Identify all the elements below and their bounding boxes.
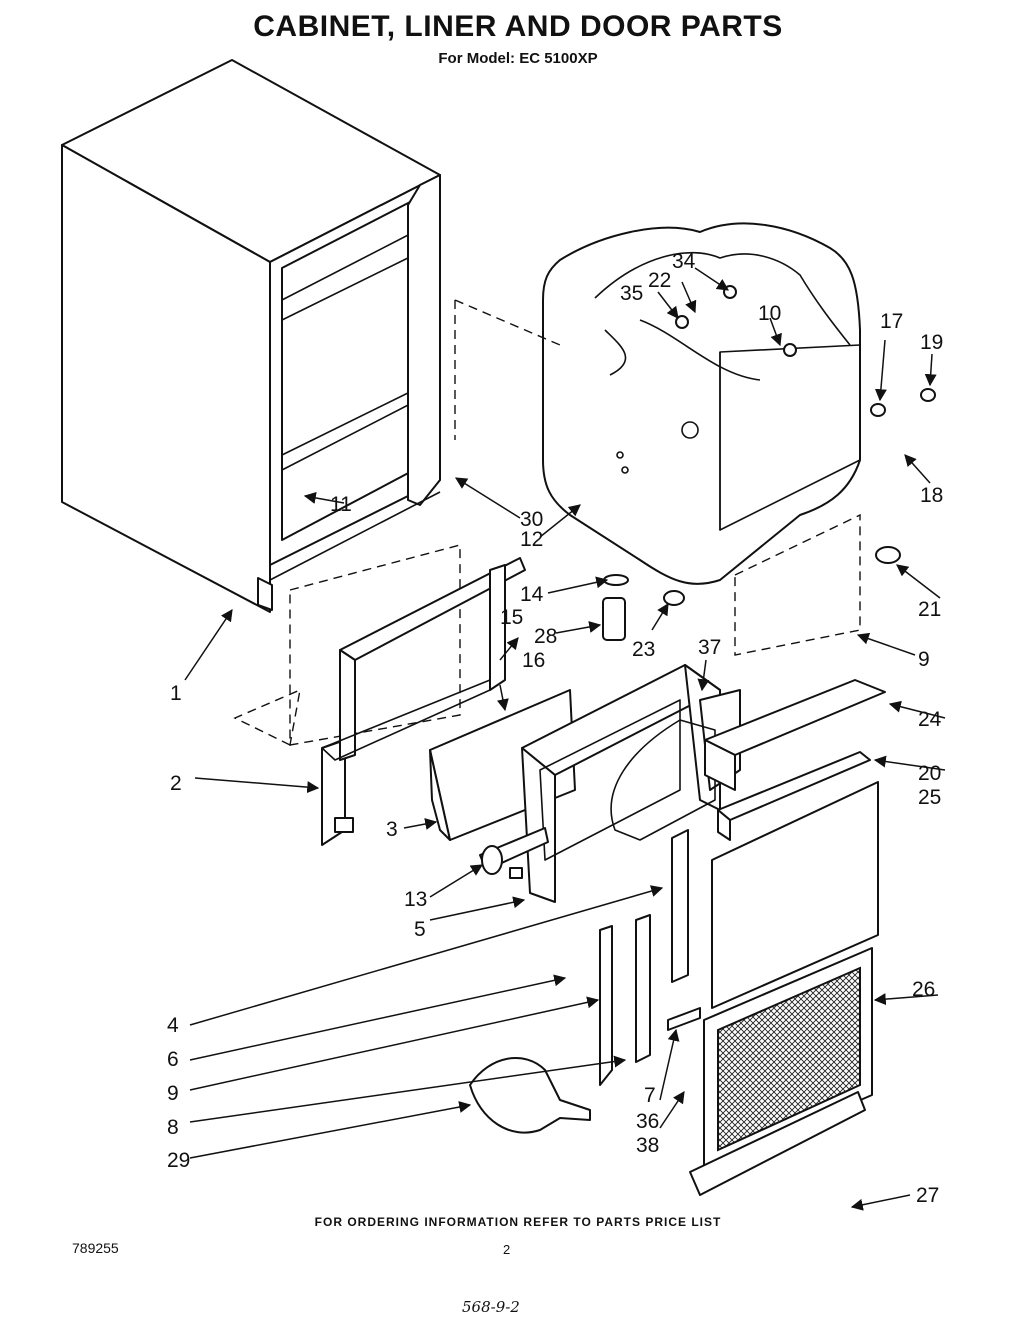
callout-34: 34 — [672, 250, 696, 273]
callout-14: 14 — [520, 583, 544, 606]
grille-part — [689, 947, 873, 1196]
callout-8: 8 — [167, 1116, 179, 1139]
callout-20: 20 — [918, 762, 941, 785]
callout-18: 18 — [920, 484, 943, 507]
trim-part — [704, 679, 886, 841]
callout-12: 12 — [520, 528, 543, 551]
callout-7: 7 — [644, 1084, 656, 1107]
breaker-outline — [233, 299, 861, 747]
callout-5: 5 — [414, 918, 426, 941]
callout-9-screw: 9 — [918, 648, 930, 671]
callout-21: 21 — [918, 598, 941, 621]
callout-11: 11 — [330, 493, 352, 516]
drain-parts — [602, 285, 936, 641]
ordering-note: FOR ORDERING INFORMATION REFER TO PARTS … — [314, 1215, 722, 1229]
callout-15: 15 — [500, 606, 523, 629]
cabinet-part — [61, 59, 441, 613]
callout-labels: 1 2 3 4 5 6 7 8 9 9 10 11 12 13 14 15 16… — [167, 250, 943, 1207]
callout-28: 28 — [534, 625, 557, 648]
liner-part — [542, 222, 861, 585]
callout-9-strip: 9 — [167, 1082, 179, 1105]
ice-scoop-part — [469, 1057, 591, 1134]
door-panel-part — [711, 781, 879, 1009]
callout-4: 4 — [167, 1014, 179, 1037]
callout-17: 17 — [880, 310, 903, 333]
handwritten-note: 568-9-2 — [462, 1298, 520, 1316]
callout-3: 3 — [386, 818, 398, 841]
gasket-part — [479, 827, 549, 879]
callout-25: 25 — [918, 786, 941, 809]
document-number: 789255 — [72, 1240, 119, 1256]
callout-2: 2 — [170, 772, 182, 795]
model-subtitle: For Model: EC 5100XP — [438, 50, 598, 67]
callout-26: 26 — [912, 978, 935, 1001]
callout-10: 10 — [758, 302, 781, 325]
callout-23: 23 — [632, 638, 655, 661]
callout-6: 6 — [167, 1048, 179, 1071]
callout-36: 36 — [636, 1110, 659, 1133]
callout-27: 27 — [916, 1184, 939, 1207]
callout-13: 13 — [404, 888, 427, 911]
leader-lines — [184, 267, 946, 1211]
callout-29: 29 — [167, 1149, 190, 1172]
callout-24: 24 — [918, 708, 942, 731]
callout-22: 22 — [648, 269, 671, 292]
callout-1: 1 — [170, 682, 182, 705]
callout-30: 30 — [520, 508, 543, 531]
callout-35: 35 — [620, 282, 643, 305]
strip-parts — [599, 829, 701, 1086]
callout-37: 37 — [698, 636, 721, 659]
page-title: CABINET, LINER AND DOOR PARTS — [253, 10, 783, 43]
callout-16: 16 — [522, 649, 545, 672]
callout-19: 19 — [920, 331, 943, 354]
callout-38: 38 — [636, 1134, 659, 1157]
page-number: 2 — [503, 1242, 511, 1257]
